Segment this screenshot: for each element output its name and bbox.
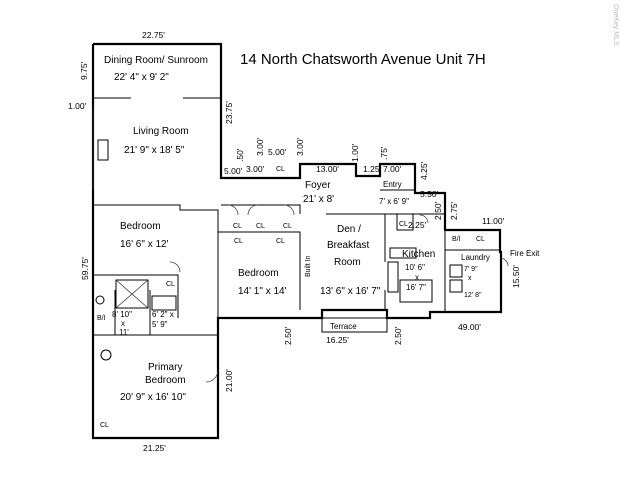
dim-label: 2.25' <box>408 220 427 230</box>
dim-label: 3.00' <box>255 137 265 156</box>
dim-label: 5.00' <box>224 166 243 176</box>
fixture-labels: CL CL CL CL CL CL CL CL CL CL B/I B/I Bu… <box>97 166 540 429</box>
dim-label: 2.50' <box>393 326 403 345</box>
room-name-kitchen: Kitchen <box>402 249 435 260</box>
dim-label: 3.00' <box>246 164 265 174</box>
outer-walls <box>91 42 503 440</box>
room-name-bedroom2: Bedroom <box>238 268 279 279</box>
closet-label: CL <box>276 238 285 245</box>
dim-label: 21.00' <box>224 369 234 392</box>
sink <box>100 349 112 361</box>
room-size-laundry-1: 7' 9" <box>464 266 478 273</box>
closet-label: CL <box>276 166 285 173</box>
bi-label: B/I <box>97 315 106 322</box>
room-size-dining: 22' 4" x 9' 2" <box>114 72 169 83</box>
room-size-kitchen-1: 10' 6" <box>405 263 425 272</box>
room-size-den: 13' 6" x 16' 7" <box>320 286 381 297</box>
fixtures <box>92 105 509 383</box>
kitchen-cooktop <box>389 247 417 259</box>
room-size-bath1-2: x <box>121 319 125 328</box>
room-size-foyer: 21' x 8' <box>303 194 334 205</box>
room-size-laundry-3: 12' 8" <box>464 292 482 299</box>
room-size-primary: 20' 9" x 16' 10" <box>120 392 186 403</box>
entry-closet <box>396 213 414 231</box>
closet-label: CL <box>100 422 109 429</box>
room-size-entry: 7' x 6' 9" <box>379 197 409 206</box>
dim-label: 2.75' <box>449 201 459 220</box>
room-size-bath2-1: 6' 2" x <box>152 310 174 319</box>
closet-label: CL <box>166 281 175 288</box>
dim-label: 59.75' <box>80 257 90 280</box>
room-name-living: Living Room <box>133 126 189 137</box>
dim-label: 2.50' <box>283 326 293 345</box>
dim-label: 23.75' <box>224 101 234 124</box>
bi-label: B/I <box>452 236 461 243</box>
room-name-dining: Dining Room/ Sunroom <box>104 55 208 66</box>
room-name-terrace: Terrace <box>330 322 357 331</box>
room-size-living: 21' 9" x 18' 5" <box>124 145 185 156</box>
vanity <box>151 295 177 311</box>
dim-label: 5.50' <box>420 189 439 199</box>
dim-label: 15.50' <box>511 265 521 288</box>
dim-label: 16.25' <box>326 335 349 345</box>
room-name-foyer: Foyer <box>305 180 331 191</box>
room-size-kitchen-3: 16' 7" <box>406 283 426 292</box>
built-in-label: Built In <box>305 255 312 277</box>
room-labels: Dining Room/ Sunroom 22' 4" x 9' 2" Livi… <box>104 55 490 403</box>
fire-exit-label: Fire Exit <box>510 249 540 258</box>
room-name-bedroom1: Bedroom <box>120 221 161 232</box>
toilet <box>95 295 105 305</box>
room-name-entry: Entry <box>383 180 402 189</box>
room-size-bath2-2: 5' 9" <box>152 320 168 329</box>
room-size-bath1-3: 11' <box>119 328 129 337</box>
room-name-primary-1: Primary <box>148 362 182 373</box>
dim-label: 1.25' <box>363 164 382 174</box>
fireplace <box>97 139 109 161</box>
dim-label: 9.75' <box>79 61 89 80</box>
room-name-den-2: Breakfast <box>327 240 369 251</box>
dim-label: .75' <box>379 146 389 160</box>
closet-label: CL <box>283 223 292 230</box>
room-name-den-3: Room <box>334 257 361 268</box>
shower <box>115 279 149 309</box>
room-size-bedroom1: 16' 6" x 12' <box>120 239 169 250</box>
dimensions: 22.75' 9.75' 1.00' 23.75' .50' 3.00' 5.0… <box>68 30 521 453</box>
dim-label: 22.75' <box>142 30 165 40</box>
dim-label: 21.25' <box>143 443 166 453</box>
closet-label: CL <box>256 223 265 230</box>
room-size-laundry-2: x <box>468 275 472 282</box>
room-name-den-1: Den / <box>337 224 361 235</box>
washer <box>449 264 463 278</box>
dim-label: .50' <box>235 148 245 162</box>
watermark: OneKey MLS <box>612 4 619 46</box>
plan-title: 14 North Chatsworth Avenue Unit 7H <box>240 51 486 68</box>
dim-label: 11.00' <box>482 216 505 226</box>
kitchen-counter <box>387 261 399 293</box>
room-name-primary-2: Bedroom <box>145 375 186 386</box>
dim-label: 4.25' <box>419 161 429 180</box>
dryer <box>449 279 463 293</box>
room-size-kitchen-2: x <box>415 273 419 282</box>
room-size-bath1-1: 8' 10" <box>112 310 132 319</box>
dim-label: 3.00' <box>295 137 305 156</box>
room-name-laundry: Laundry <box>461 253 490 262</box>
dim-label: 1.00' <box>350 143 360 162</box>
closet-label: CL <box>399 221 408 228</box>
closet-label: CL <box>233 223 242 230</box>
closet-label: CL <box>476 236 485 243</box>
room-size-bedroom2: 14' 1" x 14' <box>238 286 287 297</box>
dim-label: 49.00' <box>458 322 481 332</box>
kitchen-island <box>399 279 433 303</box>
closet-label: CL <box>234 238 243 245</box>
dim-label: 1.00' <box>68 101 87 111</box>
dim-label: 7.00' <box>383 164 402 174</box>
dim-label: 13.00' <box>316 164 339 174</box>
dim-label: 5.00' <box>268 147 287 157</box>
dim-label: 2.50' <box>433 201 443 220</box>
